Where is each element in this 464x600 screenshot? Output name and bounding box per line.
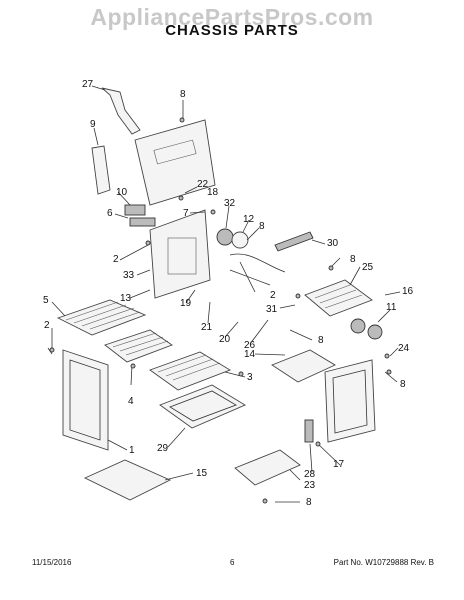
callout-8b: 8	[259, 221, 265, 232]
frame-inner	[167, 237, 197, 275]
part-23-plate	[234, 449, 301, 486]
callout-11: 11	[386, 302, 397, 313]
callout-8f: 8	[306, 497, 312, 508]
callout-26: 26	[244, 340, 256, 351]
part-19-frame	[149, 209, 211, 299]
rack-3-wires	[157, 354, 221, 381]
callout-27: 27	[82, 79, 94, 90]
callout-8e: 8	[400, 379, 406, 390]
part-11-knob-a	[350, 318, 366, 334]
footer-date: 11/15/2016	[32, 558, 72, 567]
wire-harness	[229, 253, 286, 293]
callout-25: 25	[362, 262, 374, 273]
watermark: AppliancePartsPros.com	[90, 4, 374, 30]
part-28-bracket	[304, 419, 314, 443]
page-title: CHASSIS PARTS	[165, 22, 299, 39]
right-door-panel	[324, 359, 376, 443]
drawer-inner	[169, 390, 237, 422]
part-15-bottom-plate	[83, 459, 172, 501]
callout-2b: 2	[270, 290, 276, 301]
callout-30: 30	[327, 238, 339, 249]
callout-32: 32	[224, 198, 236, 209]
part-14-panel	[271, 349, 336, 383]
part-25-element	[304, 279, 373, 317]
callout-14: 14	[244, 349, 256, 360]
callout-21: 21	[201, 322, 213, 333]
part-27-bracket	[101, 87, 141, 135]
part-29-drawer	[159, 384, 246, 429]
callout-4: 4	[128, 396, 134, 407]
callout-9: 9	[90, 119, 96, 130]
callout-1: 1	[129, 445, 135, 456]
screws	[49, 117, 392, 504]
callout-33: 33	[123, 270, 135, 281]
back-panel	[134, 119, 216, 206]
callout-6: 6	[107, 208, 113, 219]
leader-lines	[47, 85, 401, 503]
callout-15: 15	[196, 468, 208, 479]
part-9-side-trim	[91, 145, 111, 195]
callout-20: 20	[219, 334, 231, 345]
callout-5: 5	[43, 295, 49, 306]
right-door-inner	[332, 369, 368, 434]
callout-16: 16	[402, 286, 414, 297]
back-panel-vents	[153, 139, 197, 165]
footer-page-number: 6	[230, 558, 235, 567]
rack-4-wires	[112, 332, 169, 356]
part-12-gear	[231, 231, 249, 249]
part-32-motor	[216, 228, 234, 246]
footer-part-number: Part No. W10729888 Rev. B	[333, 558, 434, 567]
callout-8: 8	[180, 89, 186, 100]
callout-22: 22	[197, 179, 209, 190]
element-coils	[314, 284, 363, 309]
callout-3: 3	[247, 372, 253, 383]
side-panel-inner	[69, 359, 101, 441]
callout-19: 19	[180, 298, 192, 309]
part-5-rack	[56, 299, 147, 336]
callout-8d: 8	[318, 335, 324, 346]
part-3-rack	[149, 351, 232, 391]
callout-12: 12	[243, 214, 255, 225]
part-30-bar	[274, 231, 314, 252]
callout-28: 28	[304, 469, 316, 480]
rack-5-wires	[65, 301, 141, 330]
part-10-bracket	[124, 204, 146, 216]
callout-17: 17	[333, 459, 345, 470]
part-4-rack	[104, 329, 173, 363]
callout-2: 2	[113, 254, 119, 265]
callout-18: 18	[207, 187, 219, 198]
callout-2c: 2	[44, 320, 50, 331]
callout-29: 29	[157, 443, 169, 454]
callout-8c: 8	[350, 254, 356, 265]
callout-23: 23	[304, 480, 316, 491]
callout-7: 7	[183, 208, 189, 219]
part-1-side-panel	[62, 349, 109, 451]
callout-10: 10	[116, 187, 128, 198]
part-6-bracket	[129, 217, 156, 227]
part-11-knob-b	[367, 324, 383, 340]
callout-31: 31	[266, 304, 278, 315]
callout-13: 13	[120, 293, 132, 304]
callout-24: 24	[398, 343, 410, 354]
